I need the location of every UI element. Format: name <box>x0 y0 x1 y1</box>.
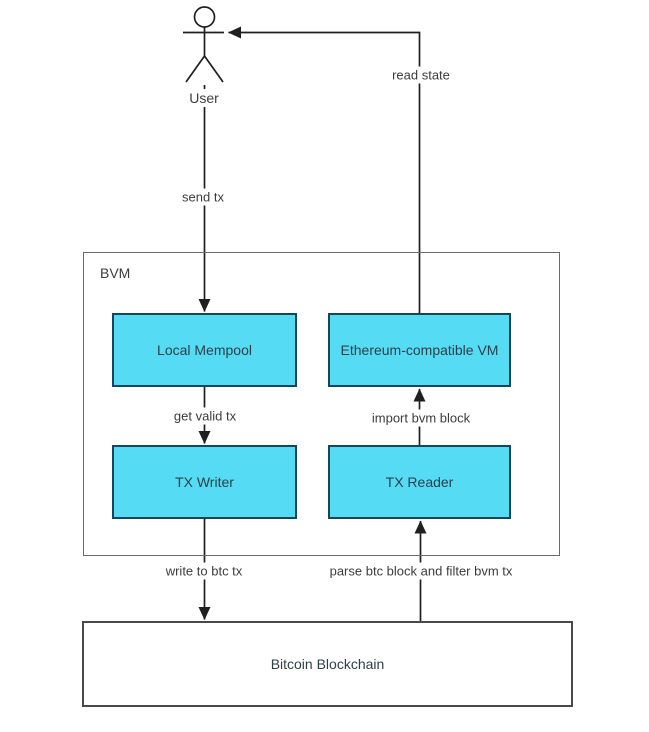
edge-label-read-state: read state <box>388 66 454 84</box>
actor-head <box>193 6 216 28</box>
node-ethereum-compatible-vm: Ethereum-compatible VM <box>328 313 511 387</box>
actor-right-leg <box>203 55 224 83</box>
edge-label-send-tx: send tx <box>178 188 228 206</box>
node-tx-writer-label: TX Writer <box>175 474 234 490</box>
node-ethereum-compatible-vm-label: Ethereum-compatible VM <box>340 342 499 358</box>
bvm-container-label: BVM <box>100 265 131 281</box>
user-actor-label: User <box>185 89 223 107</box>
edge-label-parse-btc-block: parse btc block and filter bvm tx <box>325 562 517 580</box>
node-local-mempool: Local Mempool <box>112 313 297 387</box>
edge-label-import-bvm-block: import bvm block <box>367 409 475 427</box>
node-local-mempool-label: Local Mempool <box>157 342 252 358</box>
edge-label-get-valid-tx: get valid tx <box>169 407 241 425</box>
node-tx-reader: TX Reader <box>328 445 511 519</box>
user-actor-icon <box>183 6 224 83</box>
node-tx-writer: TX Writer <box>112 445 297 519</box>
edge-label-write-to-btc-tx: write to btc tx <box>161 562 247 580</box>
node-tx-reader-label: TX Reader <box>385 474 454 490</box>
bvm-container: BVM <box>83 252 560 556</box>
node-bitcoin-blockchain: Bitcoin Blockchain <box>82 621 573 707</box>
actor-left-leg <box>185 55 206 83</box>
edge-read-state <box>228 26 421 313</box>
node-bitcoin-blockchain-label: Bitcoin Blockchain <box>270 656 385 672</box>
